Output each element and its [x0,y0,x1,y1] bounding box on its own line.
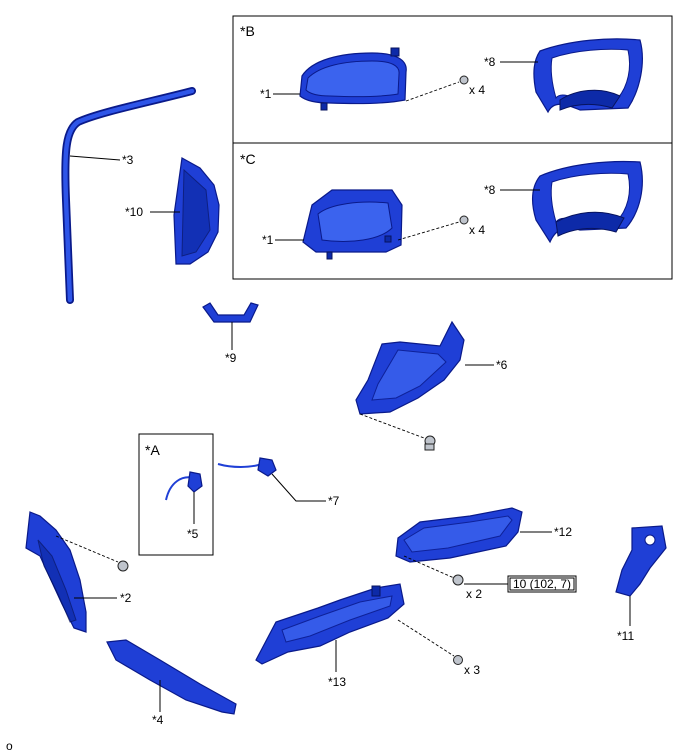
bolt-2-icon [117,560,129,572]
group-a-label: *A [145,442,160,458]
callout-8-c: *8 [484,183,496,197]
bolt-12-icon [452,574,464,586]
part-11-side-cover [615,525,667,597]
group-b-label: *B [240,23,255,39]
screw-line-13 [397,619,455,657]
bolt-line-6 [359,413,425,439]
callout-7: *7 [328,494,340,508]
part-4-lower-trim [106,639,237,715]
part-10-side-panel [173,157,220,265]
bolt-line-12 [403,555,455,579]
callout-3: *3 [122,153,134,167]
callout-8-b: *8 [484,55,496,69]
callout-4: *4 [152,713,164,727]
leader-7 [271,473,326,502]
callout-13: *13 [328,675,346,689]
callout-10: *10 [125,205,143,219]
qty-12-bolts: x 2 [466,587,482,601]
screw-line-c [397,221,460,241]
part-13-lower-bracket [255,583,405,665]
part-5-sensor-cable [165,471,203,501]
part-8-hood-c [531,160,643,244]
callout-5: *5 [187,527,199,541]
torque-spec: 10 (102, 7) [513,577,571,591]
callout-1-c: *1 [262,233,274,247]
callout-12: *12 [554,525,572,539]
callout-1-b: *1 [260,87,272,101]
part-12-glove-box [395,507,523,563]
qty-13-screws: x 3 [464,663,480,677]
screw-13-icon [453,655,463,665]
screw-c-icon [459,215,469,225]
bolt-6-icon [424,435,436,451]
part-8-hood-b [533,38,643,114]
callout-9: *9 [225,351,237,365]
group-a-box [138,433,214,556]
callout-6: *6 [496,358,508,372]
group-c-box [232,142,673,280]
screw-line-b [405,81,460,102]
part-7-cable [217,457,277,477]
group-c-label: *C [240,151,256,167]
bolt-line-2 [55,535,119,563]
part-9-bracket [202,302,259,323]
figure-id: o [6,739,13,753]
callout-2: *2 [120,591,132,605]
leader-3 [69,155,121,161]
screw-b-icon [459,75,469,85]
part-3-weatherstrip [61,87,196,304]
part-1-meter-b [299,47,407,111]
part-6-lower-panel [355,320,465,415]
qty-b-screws: x 4 [469,83,485,97]
part-1-meter-c [302,189,403,260]
torque-spec-box: 10 (102, 7) [507,575,577,593]
qty-c-screws: x 4 [469,223,485,237]
callout-11: *11 [617,629,634,643]
part-2-pillar-garnish [25,511,87,633]
